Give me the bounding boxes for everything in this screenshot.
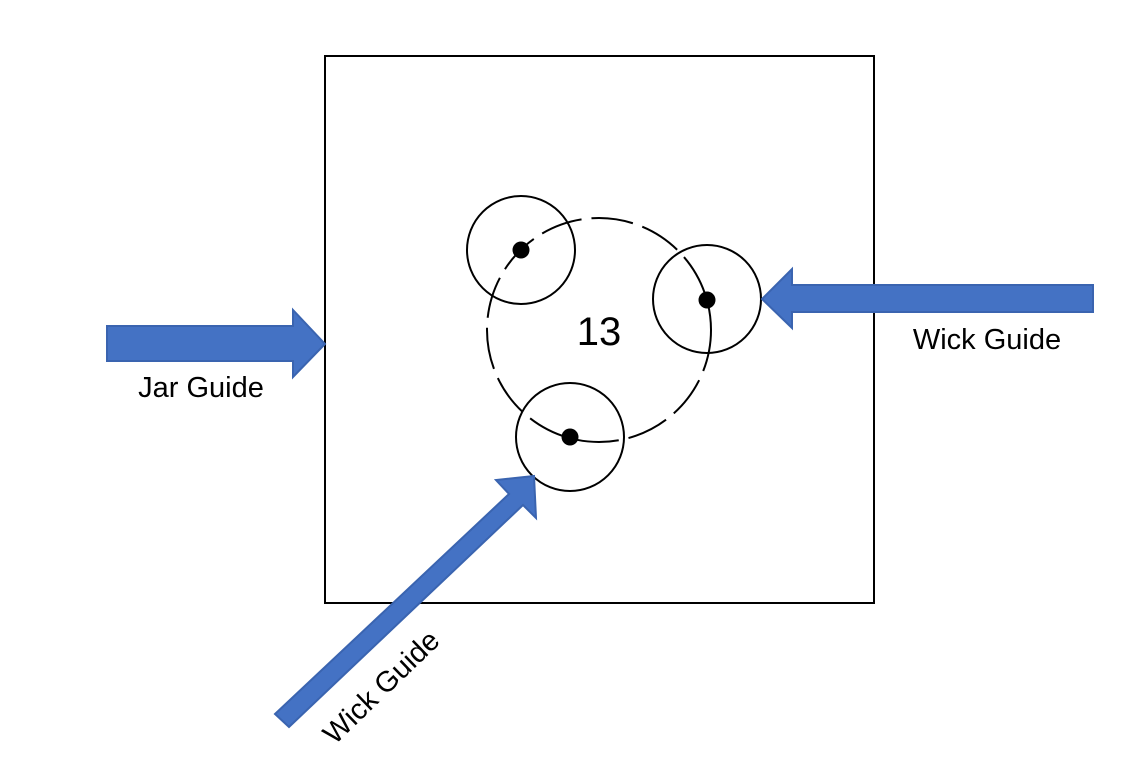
wick-dot-top-left [512,241,530,259]
jar-guide-arrow [106,307,327,380]
wick-circle-bottom [515,382,625,492]
wick-circle-top-left [466,195,576,305]
center-number: 13 [577,310,622,354]
jar-guide-label: Jar Guide [138,372,264,404]
wick-placement-circle [486,217,712,443]
wick-guide-bottom-label: Wick Guide [317,625,446,751]
wick-dot-bottom [561,428,579,446]
wick-dot-right [698,291,716,309]
wick-guide-right-arrow [760,266,1094,331]
wick-guide-right-label: Wick Guide [913,324,1061,356]
wick-guide-bottom-arrow [273,474,538,729]
jar-outline [324,55,875,604]
